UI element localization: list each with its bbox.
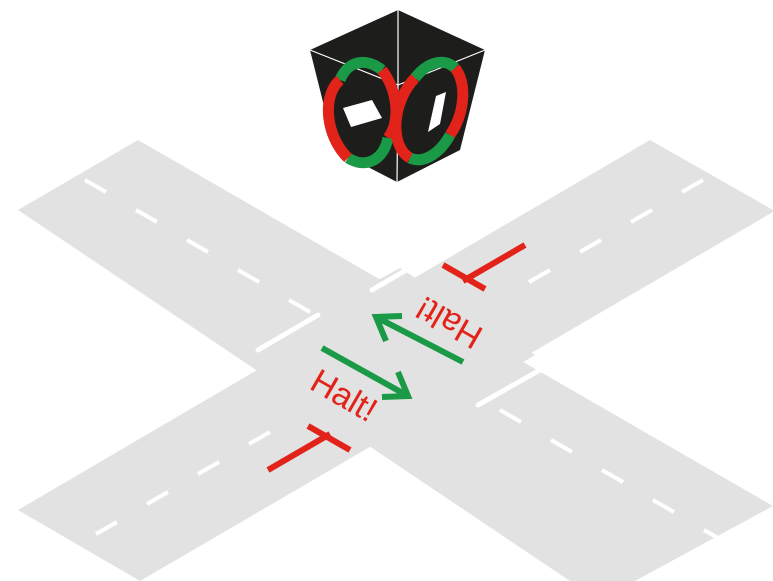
traffic-police-signal-icon — [310, 10, 485, 182]
road-surface — [18, 140, 773, 581]
